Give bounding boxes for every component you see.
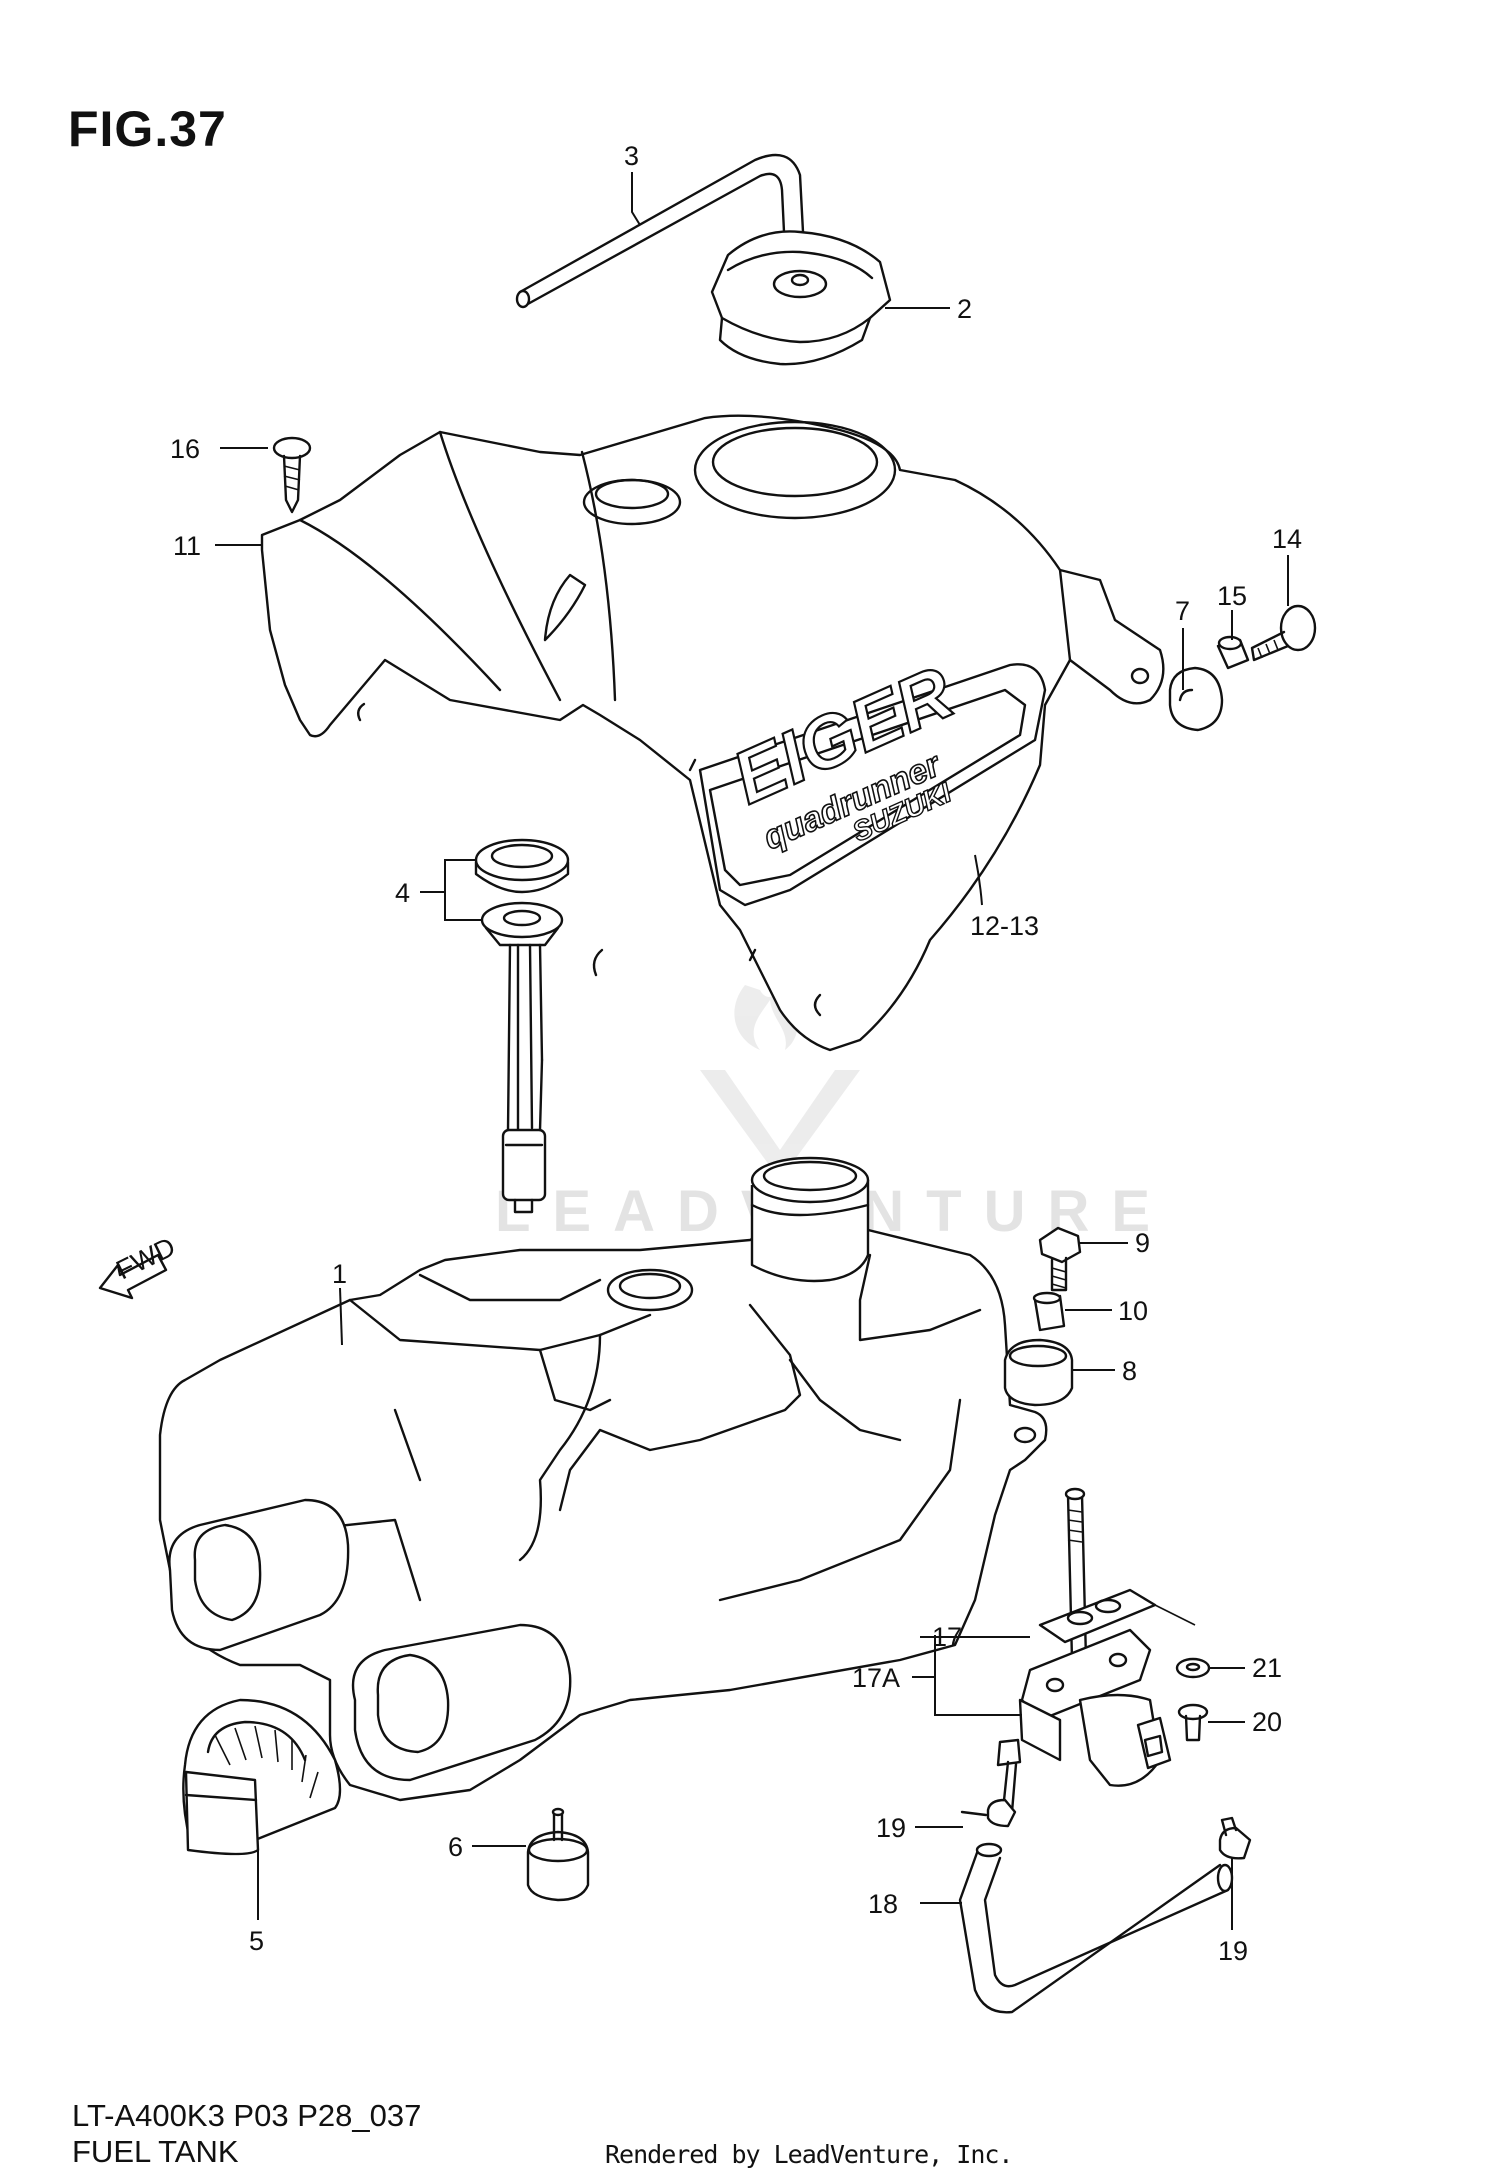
fuel-gauge-assembly[interactable]: [474, 838, 570, 1214]
callout-19-lower: 19: [1218, 1936, 1248, 1966]
rendered-by-credit: Rendered by LeadVenture, Inc.: [605, 2140, 1013, 2169]
callout-11: 11: [173, 531, 201, 561]
screw-20[interactable]: [1177, 1703, 1209, 1742]
callout-17: 17A: [852, 1663, 900, 1693]
callout-5: 5: [249, 1926, 264, 1956]
figure-name: FUEL TANK: [72, 2134, 239, 2169]
washer-21[interactable]: [1175, 1657, 1211, 1679]
callout-9: 9: [1135, 1228, 1150, 1258]
callout-17A: 17: [932, 1622, 962, 1652]
fuel-cap[interactable]: [710, 230, 892, 366]
figure-code: LT-A400K3 P03 P28_037: [72, 2098, 422, 2133]
callout-18: 18: [868, 1889, 898, 1919]
grommet-7[interactable]: [1168, 666, 1224, 732]
clip-19-lower[interactable]: [1218, 1816, 1252, 1860]
callout-2: 2: [957, 294, 972, 324]
leader-lines: [215, 172, 1289, 1930]
callout-7: 7: [1175, 596, 1190, 626]
callout-14: 14: [1272, 524, 1302, 554]
collar-15[interactable]: [1216, 635, 1250, 670]
breather-hose[interactable]: [515, 153, 805, 309]
callout-3: 3: [624, 141, 639, 171]
cushion-8[interactable]: [1003, 1338, 1074, 1407]
callout-8: 8: [1122, 1356, 1137, 1386]
callout-21: 21: [1252, 1653, 1282, 1683]
callout-19-upper: 19: [876, 1813, 906, 1843]
figure-title: FIG.37: [68, 101, 227, 157]
bolt-14[interactable]: [1250, 604, 1317, 662]
fuel-valve[interactable]: [996, 1487, 1172, 1814]
tank-cover[interactable]: [260, 414, 1165, 1052]
bolt-9[interactable]: [1038, 1226, 1082, 1292]
clip-19-upper[interactable]: [960, 1798, 1017, 1828]
bumper-6[interactable]: [526, 1807, 590, 1902]
callout-10: 10: [1118, 1296, 1148, 1326]
callout-20: 20: [1252, 1707, 1282, 1737]
boot-5[interactable]: [182, 1698, 342, 1856]
callout-12-13: 12-13: [970, 911, 1039, 941]
collar-10[interactable]: [1032, 1291, 1066, 1332]
callout-6: 6: [448, 1832, 463, 1862]
fwd-arrow: [98, 1253, 168, 1300]
gasket-guide: [1154, 1604, 1196, 1626]
screw-16[interactable]: [272, 436, 312, 514]
callout-1: 1: [332, 1259, 347, 1289]
callout-4: 4: [395, 878, 410, 908]
callout-16: 16: [170, 434, 200, 464]
fuel-hose[interactable]: [958, 1842, 1234, 2014]
fuel-tank[interactable]: [158, 1156, 1048, 1802]
callout-15: 15: [1217, 581, 1247, 611]
